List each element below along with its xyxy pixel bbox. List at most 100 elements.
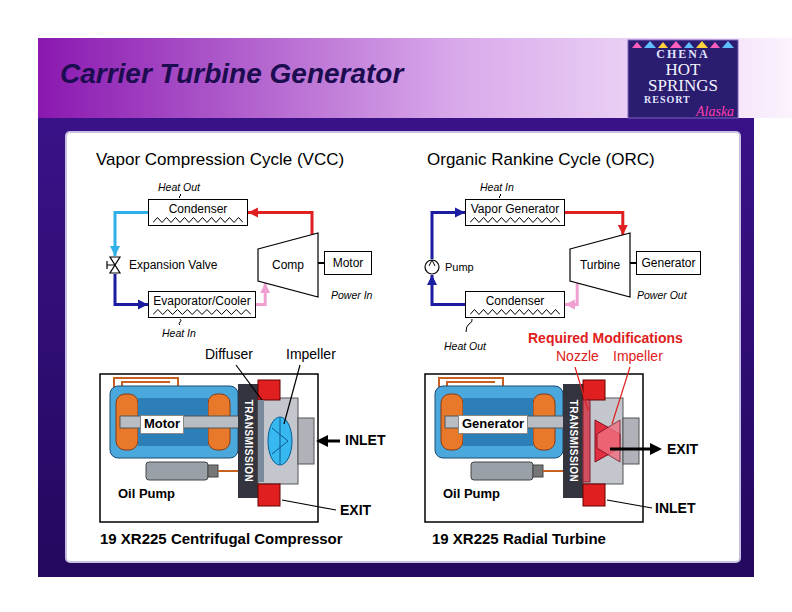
- part-name: Nozzle: [556, 348, 599, 364]
- turbine-impeller: [583, 400, 620, 482]
- logo-text: Alaska: [696, 104, 734, 120]
- node-label: Evaporator/Cooler: [153, 294, 250, 308]
- flow-line: [565, 213, 628, 235]
- cycle-heading: Organic Rankine Cycle (ORC): [427, 150, 655, 170]
- arrowhead: [110, 246, 120, 256]
- coil-line: [153, 218, 243, 223]
- expansion-valve: Expansion Valve: [106, 256, 218, 274]
- turbine-impeller: [595, 420, 620, 462]
- resort-logo: [722, 41, 734, 48]
- compressor-impeller: [268, 417, 292, 465]
- coil-zigzag: [153, 309, 251, 315]
- heat-arrows: [179, 319, 181, 325]
- generator-box: Generator: [636, 251, 701, 275]
- port-name: EXIT: [667, 441, 698, 457]
- vapor-generator-box: Vapor Generator: [465, 199, 565, 226]
- part-name: Generator: [458, 415, 528, 434]
- part-name: Oil Pump: [441, 487, 502, 502]
- heat-label: Heat In: [162, 327, 196, 339]
- flow-line: [432, 208, 465, 260]
- flow-path: [565, 213, 623, 235]
- resort-logo: [696, 41, 708, 48]
- node-label: Condenser: [169, 202, 228, 216]
- resort-logo: [670, 41, 682, 48]
- power-label: Power Out: [637, 289, 687, 301]
- flow-path: [432, 213, 465, 260]
- pump-mark: [429, 260, 435, 266]
- node-label: Motor: [333, 256, 364, 270]
- evaporator-box: Evaporator/Cooler: [148, 291, 256, 318]
- coil-line: [470, 310, 560, 315]
- flow-line: [115, 274, 148, 310]
- heat-label: Heat Out: [158, 181, 200, 193]
- node-label: Turbine: [580, 258, 620, 272]
- compressor-impeller: [258, 400, 264, 482]
- arrowhead: [138, 300, 148, 310]
- valve-symbol: [106, 256, 124, 274]
- resort-logo: [644, 41, 656, 48]
- flow-path: [432, 275, 465, 305]
- motor-box: Motor: [324, 251, 372, 275]
- leader-lines: [607, 500, 652, 508]
- heat-label: Heat Out: [444, 340, 486, 352]
- slide-title: Carrier Turbine Generator: [60, 58, 403, 90]
- node-label: Vapor Generator: [471, 202, 560, 216]
- trapezoid: [258, 233, 318, 297]
- flow-line: [248, 208, 312, 235]
- coil-zigzag: [470, 309, 560, 315]
- resort-logo: [632, 42, 642, 48]
- flow-line: [110, 213, 148, 257]
- coil-zigzag: [153, 217, 243, 223]
- part-name: Oil Pump: [116, 487, 177, 502]
- turbine-symbol: Turbine: [570, 233, 630, 297]
- slide-ground: [38, 118, 754, 577]
- cycle-heading: Vapor Compression Cycle (VCC): [96, 150, 344, 170]
- part-name: TRANSMISSION: [567, 400, 579, 483]
- flow-line: [256, 283, 270, 305]
- logo-text: HOT SPRINGS: [634, 62, 732, 94]
- content-panel: [66, 132, 740, 562]
- flow-arrows: [316, 435, 328, 447]
- port-name: INLET: [345, 432, 385, 448]
- centrifugal-compressor-cutaway: [100, 374, 318, 522]
- flow-arrows: [326, 440, 340, 443]
- trapezoid: [570, 233, 630, 297]
- node-label: Condenser: [486, 294, 545, 308]
- compressor-symbol: Comp: [258, 233, 318, 297]
- part-name: Impeller: [613, 348, 663, 364]
- port-name: INLET: [655, 500, 695, 516]
- arrowhead: [427, 275, 437, 285]
- coil-line: [153, 310, 251, 315]
- red-leader-lines: [612, 367, 630, 424]
- arrowhead: [565, 300, 575, 310]
- flow-arrows: [610, 448, 652, 451]
- header-band: [38, 38, 792, 118]
- arrowhead: [248, 208, 258, 218]
- leader-lines: [284, 365, 300, 424]
- node-label: Generator: [641, 256, 695, 270]
- note: Required Modifications: [528, 330, 683, 346]
- coil-zigzag: [470, 217, 560, 223]
- flow-line: [427, 275, 465, 305]
- resort-logo: [710, 42, 720, 48]
- condenser-box: Condenser: [465, 291, 565, 318]
- part-name: Diffuser: [205, 346, 253, 362]
- turbine-impeller: [583, 400, 590, 482]
- flow-path: [115, 213, 148, 257]
- node-label: Pump: [445, 260, 474, 274]
- heat-arrows: [179, 194, 181, 198]
- condenser-box: Condenser: [148, 199, 248, 226]
- part-name: Impeller: [286, 346, 336, 362]
- turbine-impeller: [597, 420, 620, 462]
- logo-text: RESORT: [644, 94, 691, 106]
- node-label: Comp: [272, 258, 304, 272]
- leader-lines: [236, 365, 652, 510]
- heat-label: Heat In: [480, 181, 514, 193]
- pump-outline: [425, 260, 439, 274]
- flow-path: [565, 283, 577, 305]
- red-leader-lines: [575, 367, 630, 424]
- leader-lines: [282, 500, 336, 510]
- power-label: Power In: [331, 289, 372, 301]
- heat-arrows: [499, 194, 501, 198]
